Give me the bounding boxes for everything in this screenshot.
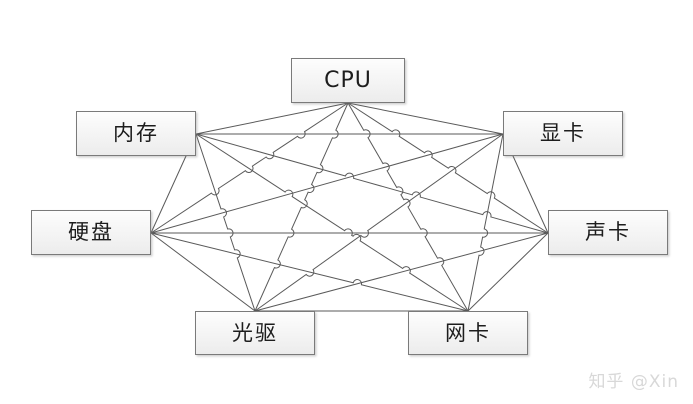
node-memory-label: 内存 [113,121,159,145]
mesh-edge [150,133,504,234]
node-network-card-label: 网卡 [445,320,491,345]
node-sound-card[interactable]: 声卡 [548,210,668,255]
node-network-card[interactable]: 网卡 [408,311,528,355]
node-disk[interactable]: 硬盘 [31,210,151,255]
node-optical-drive-label: 光驱 [232,320,278,345]
mesh-edge [347,102,504,135]
mesh-edge [467,232,549,312]
node-optical-drive[interactable]: 光驱 [195,311,315,355]
mesh-edge [195,133,549,234]
mesh-edge [347,102,469,312]
mesh-edge [195,102,349,135]
mesh-edge [150,232,469,312]
mesh-edge [195,133,469,312]
node-cpu[interactable]: CPU [291,58,405,103]
mesh-edge [150,102,349,234]
node-gpu-label: 显卡 [540,121,586,145]
watermark: 知乎 @Xin [588,372,679,392]
mesh-edge [195,133,256,312]
node-disk-label: 硬盘 [68,220,114,244]
node-gpu[interactable]: 显卡 [503,111,623,156]
mesh-edge [254,232,549,312]
node-memory[interactable]: 内存 [76,111,196,156]
mesh-edge [254,102,349,312]
mesh-edge [150,232,256,312]
node-sound-card-label: 声卡 [585,220,631,244]
node-cpu-label: CPU [324,67,372,93]
mesh-edge [467,133,504,312]
mesh-edge [347,102,549,234]
